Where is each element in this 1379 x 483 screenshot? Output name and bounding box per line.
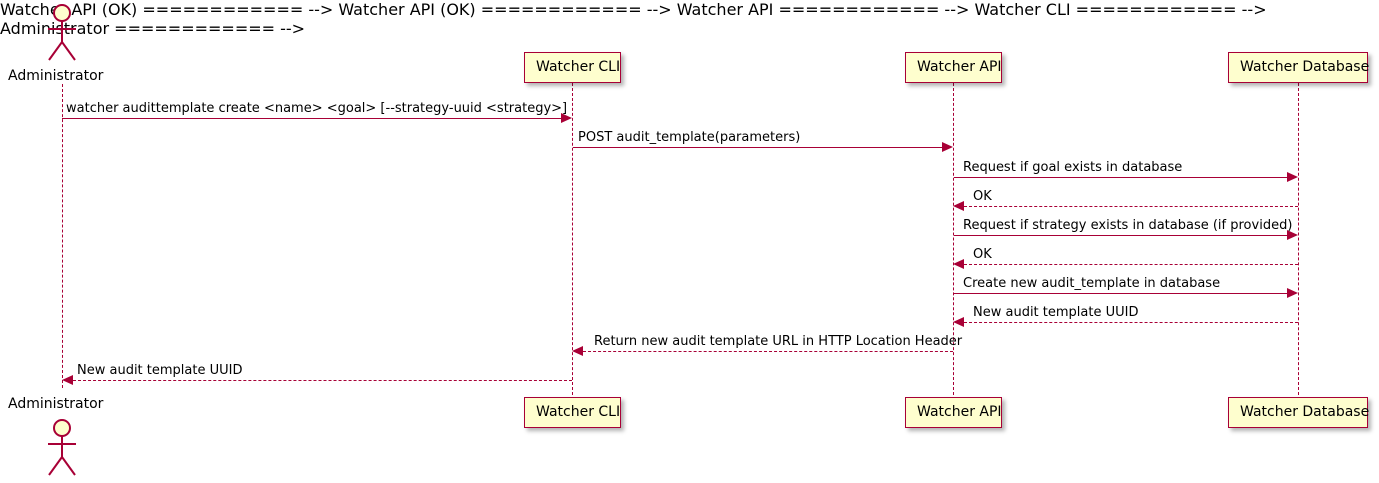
- actor-label-administrator-bottom: Administrator: [8, 396, 104, 412]
- lifeline-watcher-api: [953, 83, 954, 395]
- lifeline-administrator: [62, 84, 63, 388]
- message-label-7: Create new audit_template in database: [963, 276, 1221, 291]
- message-label-3: Request if goal exists in database: [963, 160, 1183, 175]
- lifeline-watcher-database: [1298, 83, 1299, 395]
- arrowhead-message-6: [953, 259, 964, 269]
- message-label-8: New audit template UUID: [973, 305, 1139, 320]
- arrowhead-message-1: [561, 113, 572, 123]
- lifeline-watcher-cli: [572, 83, 573, 395]
- message-label-6: OK: [973, 247, 992, 262]
- arrowhead-message-7: [1287, 288, 1298, 298]
- message-line-10: [73, 380, 572, 381]
- arrowhead-message-10: [62, 375, 73, 385]
- arrowhead-message-3: [1287, 172, 1298, 182]
- message-line-6: [964, 264, 1298, 265]
- message-label-1: watcher audittemplate create <name> <goa…: [66, 101, 568, 116]
- arrowhead-message-4: [953, 201, 964, 211]
- message-line-5: [954, 235, 1287, 236]
- participant-watcher-database-bottom[interactable]: Watcher Database: [1228, 397, 1369, 428]
- message-line-9: [583, 351, 953, 352]
- arrowhead-message-8: [953, 317, 964, 327]
- participant-watcher-cli-top[interactable]: Watcher CLI: [524, 52, 621, 83]
- actor-administrator-top: [48, 4, 76, 61]
- message-line-8: [964, 322, 1298, 323]
- message-label-9: Return new audit template URL in HTTP Lo…: [594, 334, 963, 349]
- arrowhead-message-9: [572, 346, 583, 356]
- message-label-5: Request if strategy exists in database (…: [963, 218, 1293, 233]
- message-line-2: [573, 147, 942, 148]
- participant-watcher-api-bottom[interactable]: Watcher API: [905, 397, 1002, 428]
- message-label-2: POST audit_template(parameters): [578, 130, 801, 145]
- participant-watcher-cli-bottom[interactable]: Watcher CLI: [524, 397, 621, 428]
- participant-watcher-api-top[interactable]: Watcher API: [905, 52, 1002, 83]
- message-label-10: New audit template UUID: [77, 363, 243, 378]
- message-line-4: [964, 206, 1298, 207]
- message-line-3: [954, 177, 1287, 178]
- message-label-4: OK: [973, 189, 992, 204]
- message-line-1: [62, 118, 561, 119]
- arrowhead-message-5: [1287, 230, 1298, 240]
- message-line-7: [954, 293, 1287, 294]
- participant-watcher-database-top[interactable]: Watcher Database: [1228, 52, 1369, 83]
- actor-administrator-bottom: [48, 419, 76, 476]
- arrowhead-message-2: [942, 142, 953, 152]
- actor-label-administrator-top: Administrator: [8, 68, 104, 84]
